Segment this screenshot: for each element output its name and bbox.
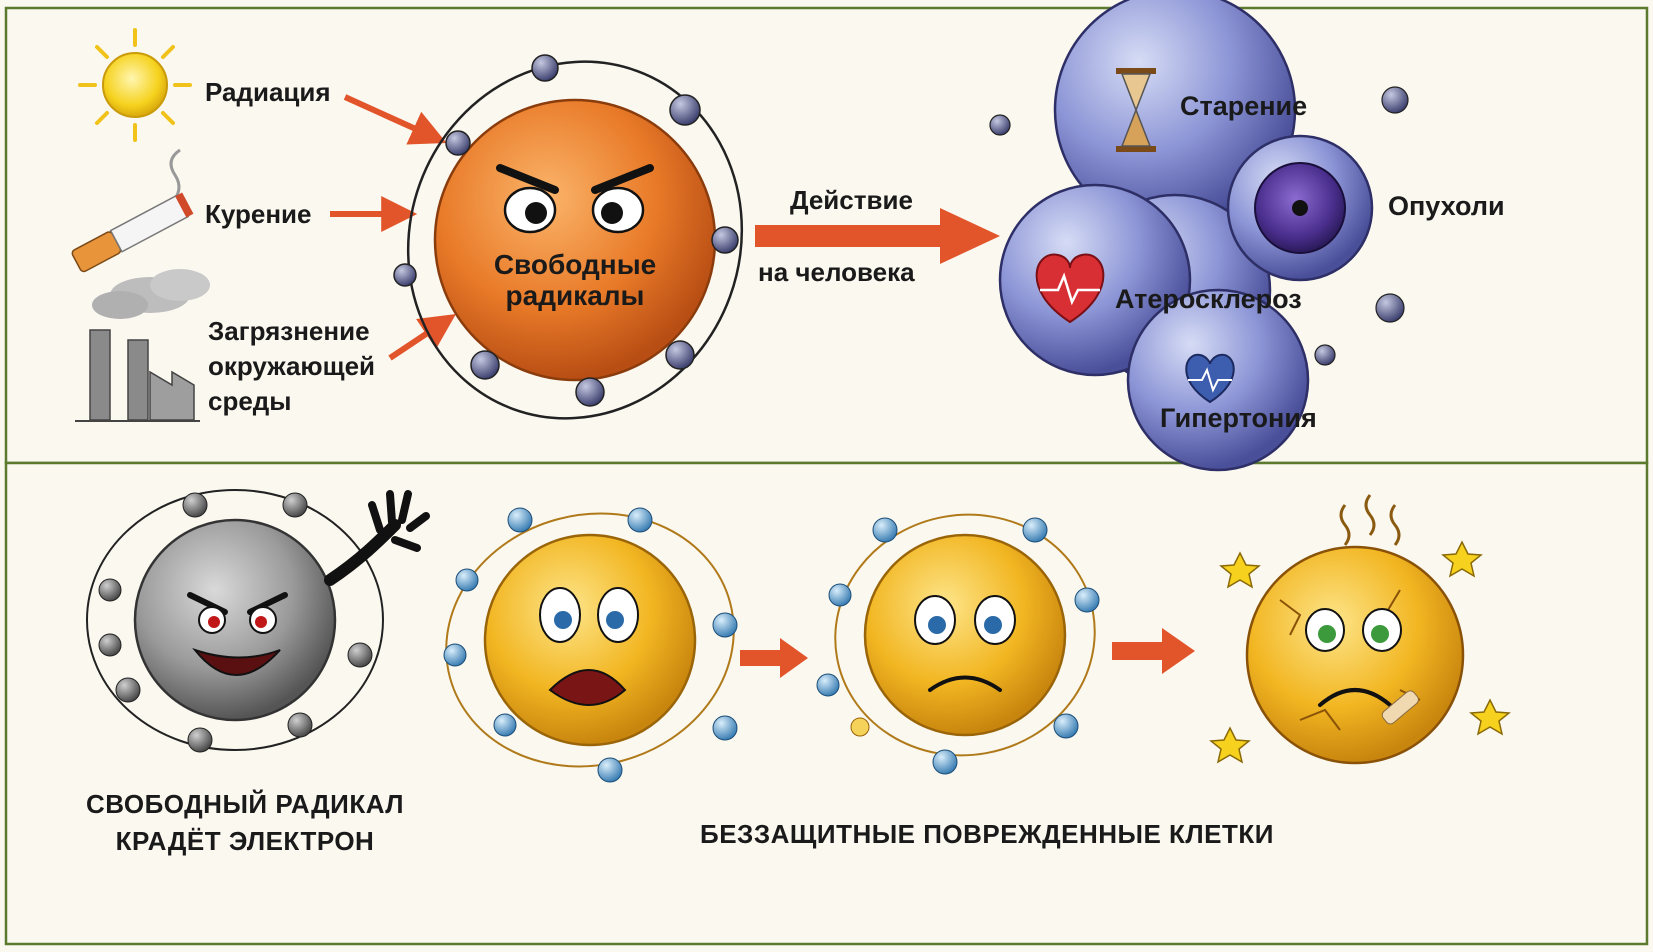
label-action-line2: на человека	[758, 257, 915, 287]
label-pollution-line3: среды	[208, 386, 292, 417]
arrow-pollution	[388, 314, 456, 361]
cigarette-icon	[71, 148, 194, 273]
free-radical-atom	[393, 54, 744, 420]
label-pollution-line2: окружающей	[208, 351, 376, 382]
label-pollution-line1: Загрязнение	[208, 316, 370, 346]
sun-icon	[78, 28, 192, 142]
label-aging: Старение	[1180, 91, 1308, 121]
label-smoking: Курение	[205, 199, 312, 229]
hourglass-icon	[1116, 68, 1156, 152]
factory-icon	[75, 269, 210, 422]
caption-radical-line2: КРАДЁТ ЭЛЕКТРОН	[115, 825, 375, 856]
arrow-action-on-human	[755, 208, 1000, 264]
label-hypertension: Гипертония	[1160, 403, 1317, 433]
gray-free-radical	[86, 489, 430, 753]
label-free-radicals-line1: Свободные	[493, 249, 657, 280]
label-free-radicals: Свободные радикалы	[470, 249, 680, 312]
arrow-cell-1	[740, 638, 808, 678]
label-pollution: Загрязнение окружающей среды	[208, 314, 375, 419]
heart-pulse-icon	[1185, 353, 1235, 404]
arrow-radiation	[343, 94, 447, 145]
caption-radical-line1: СВОБОДНЫЙ РАДИКАЛ	[85, 789, 405, 819]
caption-damaged-cells: БЕЗЗАЩИТНЫЕ ПОВРЕЖДЕННЫЕ КЛЕТКИ	[700, 819, 1274, 849]
label-radiation: Радиация	[205, 77, 331, 107]
label-tumors: Опухоли	[1388, 191, 1505, 221]
scared-cell	[443, 507, 738, 783]
arrow-cell-2	[1112, 628, 1195, 674]
heart-icon	[1035, 253, 1105, 324]
label-free-radicals-line2: радикалы	[505, 279, 645, 311]
caption-radical-steals-electron: СВОБОДНЫЙ РАДИКАЛ КРАДЁТ ЭЛЕКТРОН	[75, 790, 415, 855]
sad-cell	[816, 513, 1100, 775]
label-action-line1: Действие	[790, 185, 913, 215]
label-atherosclerosis: Атеросклероз	[1115, 284, 1302, 314]
damaged-cell	[1209, 494, 1511, 765]
